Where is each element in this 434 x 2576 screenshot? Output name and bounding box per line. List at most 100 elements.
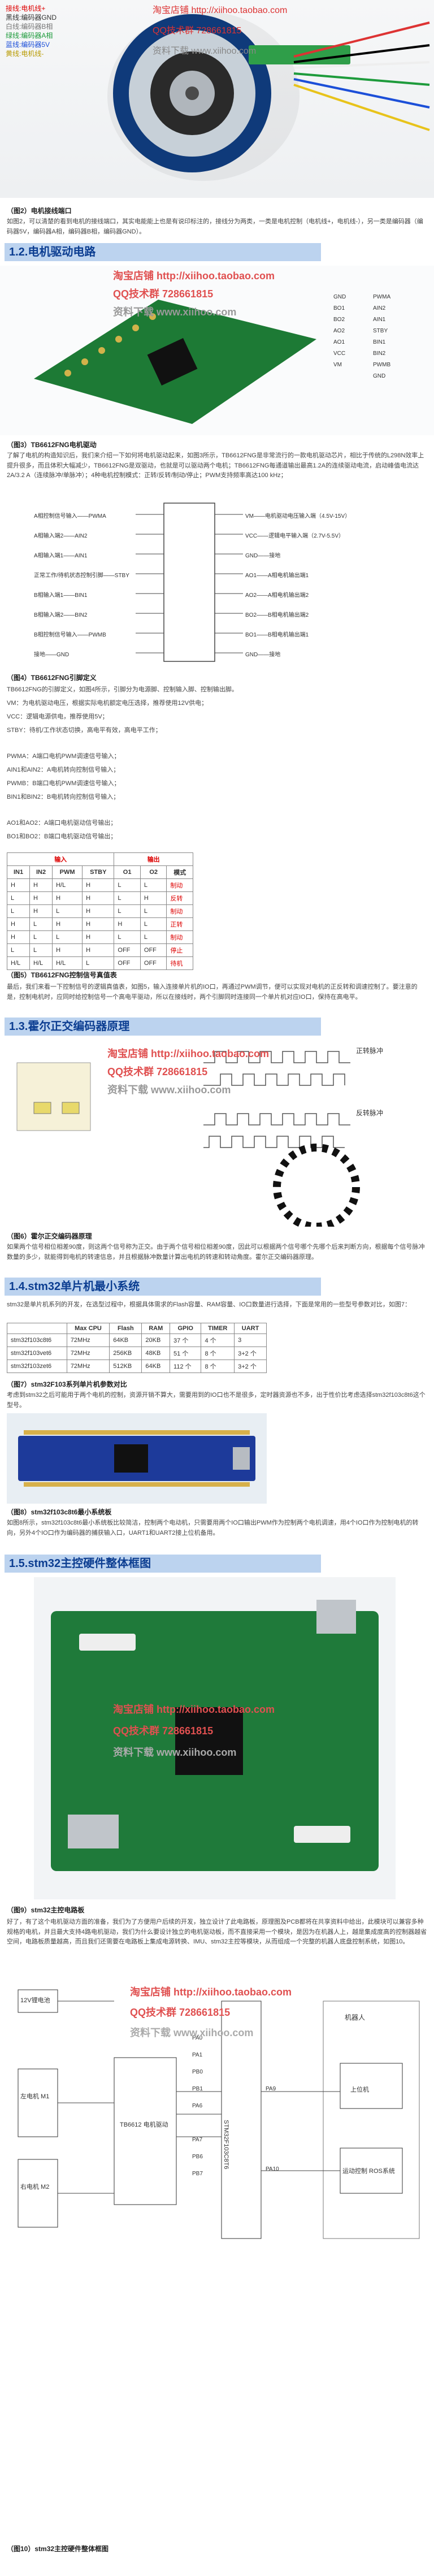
diagram-mcu-label: STM32F103C8T6 xyxy=(223,2120,229,2170)
stm32-compare-table: Max CPU Flash RAM GPIO TIMER UART stm32f… xyxy=(7,1323,267,1373)
fig6-watermark-download: 资料下载 www.xiihoo.com xyxy=(107,1084,231,1096)
hardware-block-diagram xyxy=(7,1978,427,2532)
stm32-col-ram: RAM xyxy=(141,1323,171,1334)
pin-row-right-5: AO2——A相电机输出端2 xyxy=(245,592,309,599)
diagram-motor1-label: 左电机 M1 xyxy=(20,2093,50,2100)
fig3-watermark-shop: 淘宝店铺 http://xiihoo.taobao.com xyxy=(113,270,275,282)
fig2-caption: （图2）电机接线端口 xyxy=(7,207,72,215)
cell: 37 个 xyxy=(170,1334,202,1347)
fig3-pin-pwma: PWMA xyxy=(373,294,391,300)
cell: H xyxy=(29,878,53,892)
fig3-pin-stby: STBY xyxy=(373,328,388,334)
stm32-col-uart: UART xyxy=(234,1323,267,1334)
fig2-text: 如图2，可以清楚的看到电机的接线端口，其实电能能上也是有说印标注的，接线分为两类… xyxy=(7,218,423,235)
cell: stm32f103vet6 xyxy=(7,1347,67,1360)
cell: H xyxy=(52,891,83,905)
fig3-pin-bin2: BIN2 xyxy=(373,350,386,357)
cell: L xyxy=(52,904,83,918)
cell: 制动 xyxy=(166,904,193,918)
cell: 20KB xyxy=(141,1334,171,1347)
fig3-pin-gnd: GND xyxy=(333,294,346,300)
fig3-pin-bo2: BO2 xyxy=(333,317,345,323)
pin-row-left-3: A相输入端1——AIN1 xyxy=(34,553,88,559)
cell: 8 个 xyxy=(201,1347,235,1360)
fig4-desc-2: VM：为电机驱动电压，根据实际电机额定电压选择，推荐使用12V供电； xyxy=(7,700,208,707)
cell: 256KB xyxy=(109,1347,142,1360)
diagram-pin-pa7: PA7 xyxy=(192,2137,203,2143)
cell: stm32f103zet6 xyxy=(7,1360,67,1373)
cell: H xyxy=(82,878,115,892)
fig4-desc-8: PWMB：B端口电机PWM调速信号输入； xyxy=(7,780,120,787)
stm32-col-model xyxy=(7,1323,67,1334)
cell: L xyxy=(82,956,115,970)
cell: 3+2 个 xyxy=(234,1347,267,1360)
truth-col-o2: O2 xyxy=(140,865,167,879)
cell: L xyxy=(6,891,31,905)
fig4-desc-4: STBY：待机/工作状态切换，高电平有效，高电平工作； xyxy=(7,727,162,734)
pin-row-left-7: B相控制信号输入——PWMB xyxy=(34,632,106,638)
diagram-pc-label: 上位机 xyxy=(350,2086,369,2093)
fig3-pin-ain1: AIN1 xyxy=(373,317,386,323)
pin-row-left-5: B相输入端1——BIN1 xyxy=(34,592,88,599)
pin-row-left-8: 接地——GND xyxy=(34,652,70,658)
pin-row-right-8: GND——接地 xyxy=(245,652,281,658)
section-heading-hw: 1.5.stm32主控硬件整体框图 xyxy=(5,1555,321,1573)
diagram-pin-pb0: PB0 xyxy=(192,2069,203,2075)
fig10-caption: （图10）stm32主控硬件整体框图 xyxy=(7,2545,109,2553)
fig3-watermark-qq: QQ技术群 728661815 xyxy=(113,288,214,300)
cell: 制动 xyxy=(166,878,193,892)
fig9-watermark-shop: 淘宝店铺 http://xiihoo.taobao.com xyxy=(113,1704,275,1715)
fig3-pin-vcc: VCC xyxy=(333,350,346,357)
fig3-pin-pwmb: PWMB xyxy=(373,362,391,368)
cell: H/L xyxy=(52,956,83,970)
fig3-text: 了解了电机的构造知识后，我们来介绍一下如何将电机驱动起来，如图3所示，TB661… xyxy=(7,452,424,479)
cell: H xyxy=(82,917,115,931)
fig6-label-reverse: 反转脉冲 xyxy=(356,1109,384,1117)
cell: H xyxy=(52,917,83,931)
cell: L xyxy=(29,943,53,957)
pin-row-right-4: AO1——A相电机输出端1 xyxy=(245,573,309,579)
min-system-board-photo xyxy=(7,1413,267,1504)
legend-line-3: 白线:编码器B相 xyxy=(6,23,53,31)
cell: H xyxy=(6,930,31,944)
pin-row-left-2: A相输入端2——AIN2 xyxy=(34,533,88,539)
fig9-text: 如图8所示，stm32f103c8t6最小系统板比较简洁，控制两个电动机，只需要… xyxy=(7,1519,419,1536)
fig6-text: 如果两个信号相位相差90度，则这两个信号称为正交。由于两个信号相位相差90度，因… xyxy=(7,1244,425,1261)
fig9-caption: （图9）stm32主控电路板 xyxy=(7,1906,85,1914)
fig4-desc-1: TB6612FNG的引脚定义，如图4所示，引脚分为电源脚、控制输入脚、控制输出脚… xyxy=(7,686,238,693)
fig9-watermark-qq: QQ技术群 728661815 xyxy=(113,1725,214,1737)
cell: 停止 xyxy=(166,943,193,957)
cell: H xyxy=(140,891,167,905)
fig3-watermark-download: 资料下载 www.xiihoo.com xyxy=(113,306,237,318)
stm32-col-gpio: GPIO xyxy=(170,1323,202,1334)
diagram-pin-pa10: PA10 xyxy=(266,2166,279,2172)
cell: 正转 xyxy=(166,917,193,931)
diagram-motor2-label: 右电机 M2 xyxy=(20,2184,50,2190)
cell: 112 个 xyxy=(170,1360,202,1373)
cell: OFF xyxy=(114,956,141,970)
diagram-pin-pb7: PB7 xyxy=(192,2171,203,2177)
min-system-board-svg xyxy=(18,1430,255,1487)
diagram-ros-label: 运动控制 ROS系统 xyxy=(342,2168,395,2175)
fig7-caption: （图7）stm32F103系列单片机参数对比 xyxy=(7,1380,127,1388)
diagram-pin-pa0: PA0 xyxy=(192,2035,203,2041)
pin-definition-diagram xyxy=(23,497,373,667)
fig4-desc-9: BIN1和BIN2：B电机转向控制信号输入； xyxy=(7,794,120,800)
diagram-robot-label: 机器人 xyxy=(345,2014,366,2021)
cell: 待机 xyxy=(166,956,193,970)
cell: L xyxy=(29,930,53,944)
fig6-watermark-qq: QQ技术群 728661815 xyxy=(107,1066,208,1077)
fig3-pin-ao2: AO2 xyxy=(333,328,345,334)
cell: OFF xyxy=(140,943,167,957)
hardware-block-diagram-svg xyxy=(18,1989,420,2239)
pin-row-left-4: 正常工作/待机状态控制引脚——STBY xyxy=(34,573,129,579)
cell: 72MHz xyxy=(66,1347,110,1360)
fig4-desc-3: VCC：逻辑电源供电，推荐使用5V； xyxy=(7,713,108,720)
